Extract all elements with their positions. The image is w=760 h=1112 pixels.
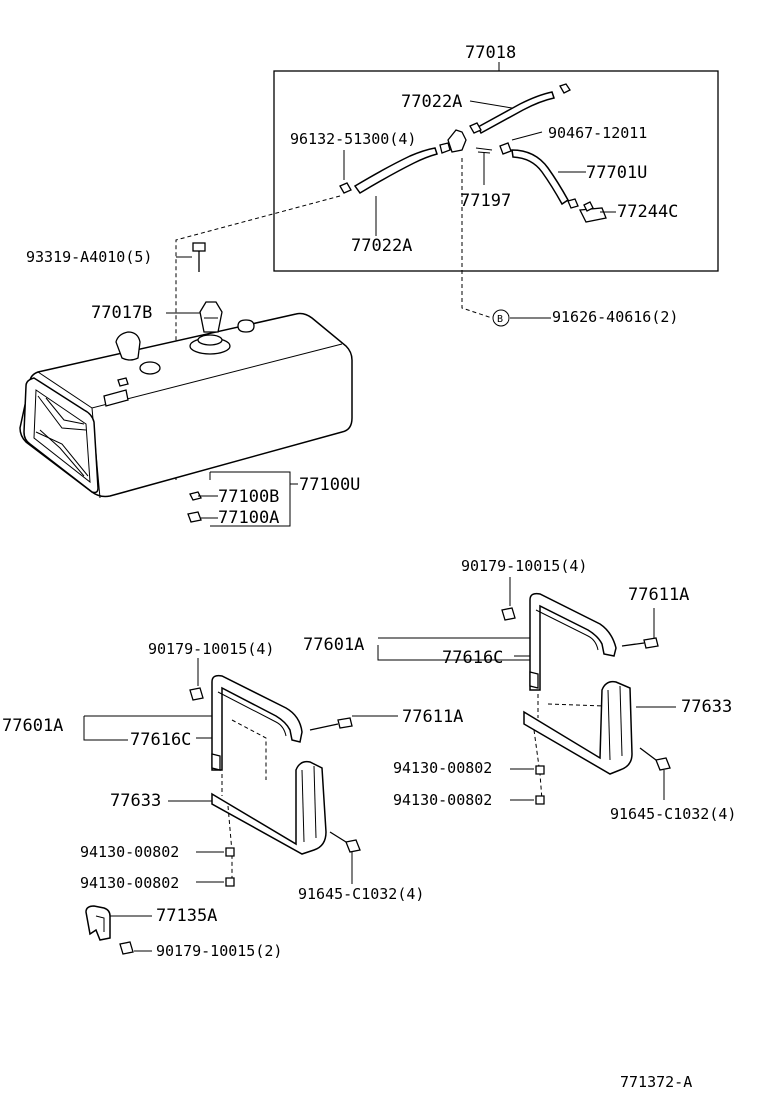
- label-77135a: 77135A: [156, 906, 217, 926]
- label-90179-10015-2: 90179-10015(2): [156, 942, 282, 960]
- fuel-cock-77197: [439, 129, 493, 185]
- label-right-77601a: 77601A: [303, 635, 364, 655]
- hose-assembly-box: [273, 62, 719, 272]
- label-90467-12011: 90467-12011: [548, 124, 647, 142]
- bolt-93319: [176, 242, 206, 272]
- left-bracket-assembly: [83, 658, 398, 955]
- hose-77022a-lower: [339, 147, 438, 236]
- label-right-94130-00802-a: 94130-00802: [393, 759, 492, 777]
- figure-code: 771372-A: [620, 1073, 692, 1091]
- label-77100a: 77100A: [218, 508, 279, 528]
- hose-77701u: [499, 142, 579, 209]
- bracket-77244c: [578, 201, 607, 223]
- right-bracket-assembly: [377, 577, 676, 805]
- label-right-77616c: 77616C: [442, 648, 503, 668]
- label-77017b: 77017B: [91, 303, 152, 323]
- label-right-91645-c1032: 91645-C1032(4): [610, 805, 736, 823]
- leaders-top-box: [343, 100, 616, 213]
- label-left-77611a: 77611A: [402, 707, 463, 727]
- label-left-77601a: 77601A: [2, 716, 63, 736]
- part-labels: 77018 77022A 96132-51300(4) 90467-12011 …: [2, 43, 736, 1091]
- label-96132-51300: 96132-51300(4): [290, 130, 416, 148]
- label-77100b: 77100B: [218, 487, 279, 507]
- label-left-90179-10015: 90179-10015(4): [148, 640, 274, 658]
- label-left-94130-00802-a: 94130-00802: [80, 843, 179, 861]
- label-77100u: 77100U: [299, 475, 360, 495]
- label-77018: 77018: [465, 43, 516, 63]
- label-77022a-bottom: 77022A: [351, 236, 412, 256]
- label-left-91645-c1032: 91645-C1032(4): [298, 885, 424, 903]
- hose-77022a-upper: [469, 83, 571, 135]
- label-right-90179-10015: 90179-10015(4): [461, 557, 587, 575]
- label-circle-b: B: [497, 314, 503, 325]
- label-left-77633: 77633: [110, 791, 161, 811]
- label-right-94130-00802-b: 94130-00802: [393, 791, 492, 809]
- label-right-77633: 77633: [681, 697, 732, 717]
- label-left-94130-00802-b: 94130-00802: [80, 874, 179, 892]
- label-93319-a4010: 93319-A4010(5): [26, 248, 152, 266]
- label-77197: 77197: [460, 191, 511, 211]
- fuel-tank-77100u: [19, 301, 353, 527]
- label-77022a-top: 77022A: [401, 92, 462, 112]
- reference-b-marker: [492, 309, 551, 327]
- label-right-77611a: 77611A: [628, 585, 689, 605]
- label-left-77616c: 77616C: [130, 730, 191, 750]
- label-77701u: 77701U: [586, 163, 647, 183]
- label-77244c: 77244C: [617, 202, 678, 222]
- label-91626-40616: 91626-40616(2): [552, 308, 678, 326]
